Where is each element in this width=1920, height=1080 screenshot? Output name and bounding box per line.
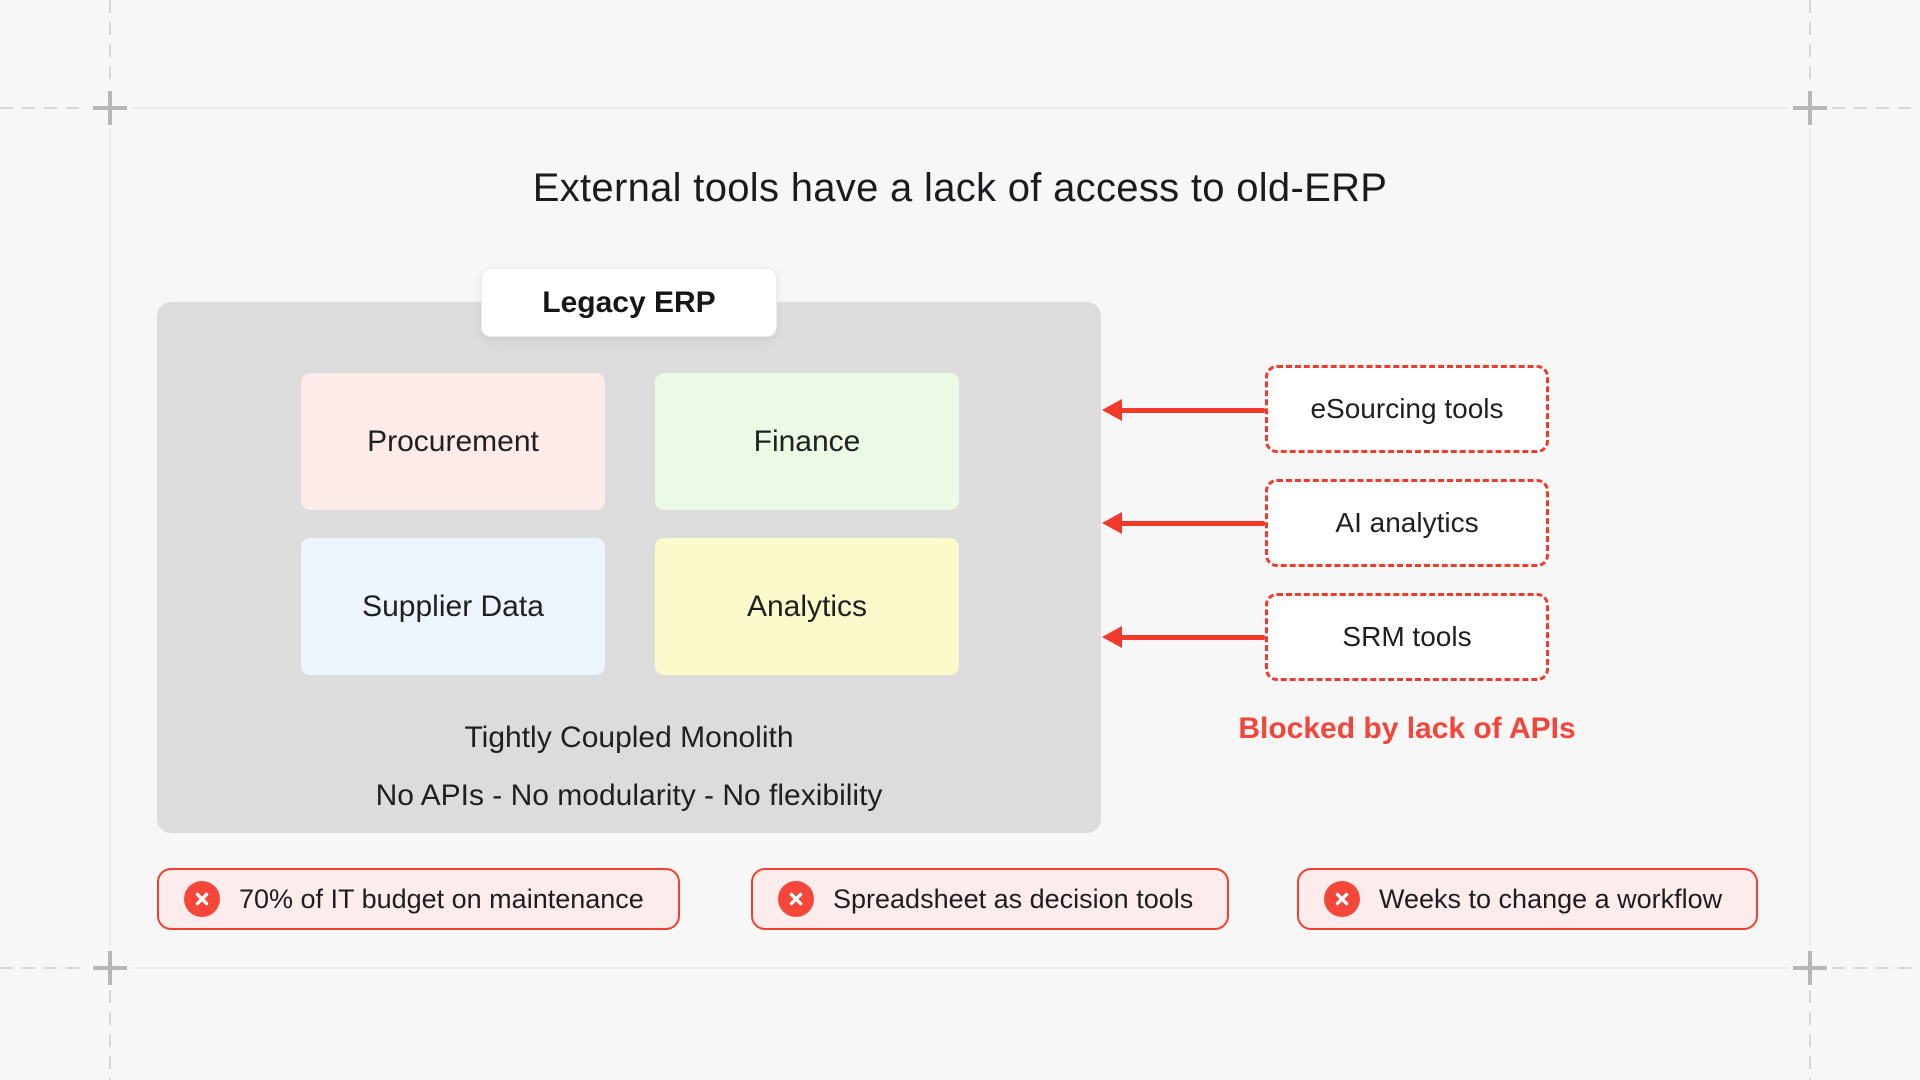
frame-border-top	[132, 107, 1788, 109]
issue-label: Spreadsheet as decision tools	[833, 883, 1194, 914]
legacy-erp-label: Legacy ERP	[481, 268, 777, 337]
x-circle-icon	[778, 881, 814, 917]
issue-label: 70% of IT budget on maintenance	[239, 883, 644, 914]
external-tool-esourcing: eSourcing tools	[1265, 365, 1549, 453]
legacy-erp-container: Procurement Finance Supplier Data Analyt…	[157, 302, 1101, 833]
guide-line	[0, 967, 88, 969]
blocked-note: Blocked by lack of APIs	[1238, 712, 1576, 745]
tool-label: AI analytics	[1335, 507, 1479, 538]
issue-label: Weeks to change a workflow	[1379, 883, 1723, 914]
crop-mark-icon	[93, 951, 127, 985]
issue-pill-budget: 70% of IT budget on maintenance	[157, 868, 680, 930]
module-analytics: Analytics	[655, 538, 959, 675]
guide-line	[1832, 967, 1920, 969]
module-label: Procurement	[367, 424, 539, 458]
module-finance: Finance	[655, 373, 959, 510]
arrow-left-icon	[1102, 626, 1265, 648]
external-tool-ai-analytics: AI analytics	[1265, 479, 1549, 567]
x-circle-icon	[1324, 881, 1360, 917]
guide-line	[0, 107, 88, 109]
arrow-left-icon	[1102, 399, 1265, 421]
crop-mark-icon	[93, 91, 127, 125]
guide-line	[1832, 107, 1920, 109]
external-tool-srm: SRM tools	[1265, 593, 1549, 681]
guide-line	[109, 0, 111, 86]
guide-line	[1809, 990, 1811, 1080]
monolith-subcaption: No APIs - No modularity - No flexibility	[375, 779, 883, 812]
crop-mark-icon	[1793, 91, 1827, 125]
frame-border-right	[1809, 130, 1811, 946]
guide-line	[109, 990, 111, 1080]
module-supplier-data: Supplier Data	[301, 538, 605, 675]
issue-pill-spreadsheet: Spreadsheet as decision tools	[751, 868, 1230, 930]
guide-line	[1809, 0, 1811, 86]
module-label: Finance	[753, 424, 861, 458]
arrow-left-icon	[1102, 512, 1265, 534]
x-circle-icon	[184, 881, 220, 917]
issue-pill-workflow: Weeks to change a workflow	[1297, 868, 1759, 930]
module-label: Analytics	[746, 589, 868, 623]
crop-mark-icon	[1793, 951, 1827, 985]
frame-border-left	[109, 130, 111, 946]
monolith-caption: Tightly Coupled Monolith	[464, 721, 794, 754]
module-label: Supplier Data	[362, 589, 544, 623]
diagram-title: External tools have a lack of access to …	[532, 166, 1388, 210]
module-procurement: Procurement	[301, 373, 605, 510]
tool-label: eSourcing tools	[1310, 393, 1504, 424]
tool-label: SRM tools	[1342, 621, 1472, 652]
frame-border-bottom	[132, 967, 1788, 969]
